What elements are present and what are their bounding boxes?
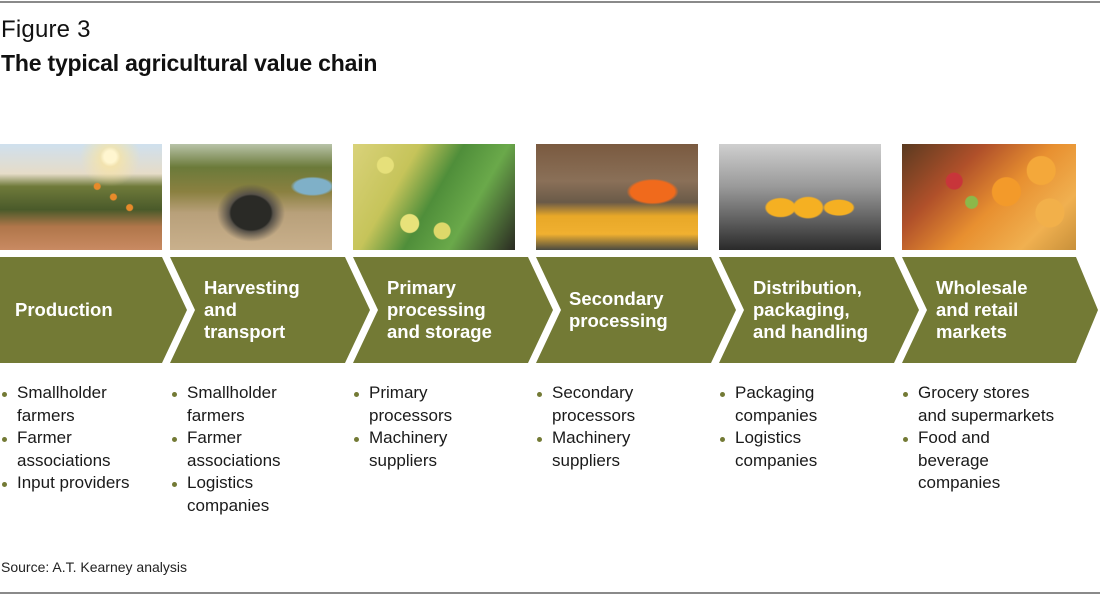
juice-bottling-line-photo bbox=[719, 144, 881, 250]
list-item: Logistics companies bbox=[170, 472, 340, 517]
stage-label-distribution: Distribution, packaging, and handling bbox=[753, 277, 869, 342]
actors-list-distribution: Packaging companies Logistics companies bbox=[718, 382, 888, 472]
bottom-divider bbox=[0, 592, 1100, 594]
list-item: Farmer associations bbox=[0, 427, 165, 472]
list-item: Grocery stores and supermarkets bbox=[901, 382, 1091, 427]
figure-label: Figure 3 bbox=[1, 16, 91, 43]
orange-orchard-photo bbox=[0, 144, 162, 250]
lemon-sorting-photo bbox=[353, 144, 515, 250]
top-divider bbox=[0, 1, 1100, 3]
list-item: Food and beverage companies bbox=[901, 427, 1091, 495]
list-item: Input providers bbox=[0, 472, 165, 495]
value-chain-arrows: Production Harvesting and transport Prim… bbox=[0, 257, 1100, 363]
stage-label-secondary-processing: Secondary processing bbox=[569, 288, 668, 331]
actors-list-secondary-processing: Secondary processors Machinery suppliers bbox=[535, 382, 705, 472]
actors-list-harvesting: Smallholder farmers Farmer associations … bbox=[170, 382, 340, 517]
stage-arrow-distribution bbox=[719, 257, 919, 363]
list-item: Primary processors bbox=[352, 382, 522, 427]
fruit-market-display-photo bbox=[902, 144, 1076, 250]
list-item: Smallholder farmers bbox=[170, 382, 340, 427]
list-item: Machinery suppliers bbox=[352, 427, 522, 472]
source-note: Source: A.T. Kearney analysis bbox=[1, 559, 187, 575]
tractor-photo bbox=[170, 144, 332, 250]
citrus-conveyor-worker-photo bbox=[536, 144, 698, 250]
stage-label-harvesting: Harvesting and transport bbox=[204, 277, 300, 342]
figure-title: The typical agricultural value chain bbox=[1, 50, 378, 76]
actors-list-primary-processing: Primary processors Machinery suppliers bbox=[352, 382, 522, 472]
actors-list-production: Smallholder farmers Farmer associations … bbox=[0, 382, 165, 495]
list-item: Smallholder farmers bbox=[0, 382, 165, 427]
stage-arrow-production bbox=[0, 257, 187, 363]
stage-arrow-primary bbox=[353, 257, 553, 363]
stage-arrow-secondary bbox=[536, 257, 736, 363]
list-item: Packaging companies bbox=[718, 382, 888, 427]
stage-label-primary-processing: Primary processing and storage bbox=[387, 277, 492, 342]
stage-label-production: Production bbox=[15, 299, 113, 320]
chevron-arrows-graphic bbox=[0, 257, 1098, 363]
actors-list-wholesale-retail: Grocery stores and supermarkets Food and… bbox=[901, 382, 1091, 495]
stage-arrow-wholesale bbox=[902, 257, 1098, 363]
list-item: Logistics companies bbox=[718, 427, 888, 472]
stage-label-wholesale-retail: Wholesale and retail markets bbox=[936, 277, 1028, 342]
list-item: Farmer associations bbox=[170, 427, 340, 472]
list-item: Machinery suppliers bbox=[535, 427, 705, 472]
stage-arrow-harvesting bbox=[170, 257, 370, 363]
stage-photos bbox=[0, 144, 1100, 250]
list-item: Secondary processors bbox=[535, 382, 705, 427]
